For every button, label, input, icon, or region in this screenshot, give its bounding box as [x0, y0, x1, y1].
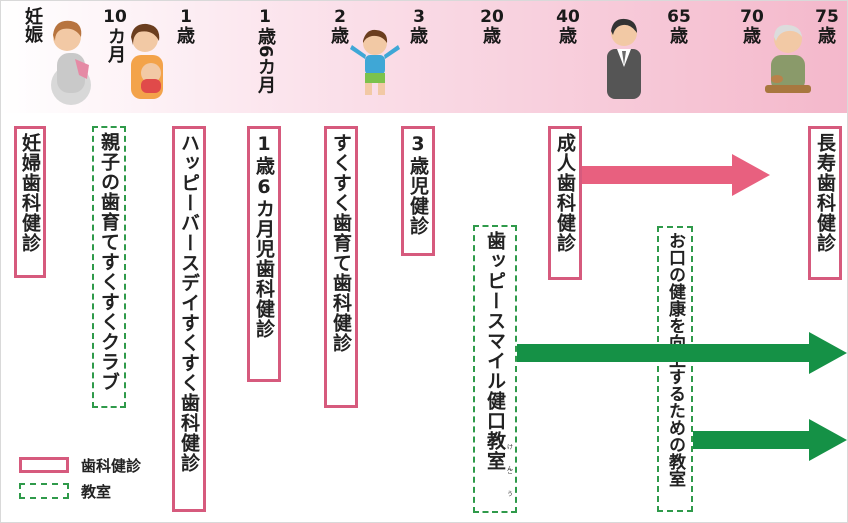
smile-class-box: 歯ッピースマイル健口教室 けん こう — [473, 225, 517, 513]
stage-label-75-years: 75 歳 — [815, 7, 839, 47]
toddler-illustration — [350, 29, 400, 95]
stage-label-10-months: 10 カ月 — [103, 7, 127, 63]
stage-label-pregnancy: 妊娠 — [22, 7, 43, 43]
smile-class-ruby-ken: けん — [507, 444, 514, 473]
smile-class-ruby-kou: こう — [507, 469, 514, 498]
legend-label-class: 教室 — [81, 483, 112, 501]
adult-man-illustration — [607, 18, 641, 99]
stage-label-40-years: 40 歳 — [556, 7, 580, 47]
pregnant-woman-illustration — [51, 20, 91, 105]
stage-label-20-years: 20 歳 — [480, 7, 504, 47]
stage-label-3-years: 3 歳 — [410, 7, 428, 47]
sukusuku-exam-label: すくすく歯育て歯科健診 — [330, 133, 352, 353]
stage-label-2-years: 2 歳 — [331, 7, 349, 47]
smile-class-continues-arrow — [517, 332, 847, 374]
parent-child-club-label: 親子の歯育てすくすくクラブ — [98, 132, 120, 392]
adult-exam-continues-arrow — [582, 154, 770, 196]
legend-swatch-exam — [19, 457, 69, 473]
elderly-dental-exam-label: 長寿歯科健診 — [814, 133, 836, 253]
adult-dental-exam-box: 成人歯科健診 — [548, 126, 582, 280]
stage-label-70-years: 70 歳 — [740, 7, 764, 47]
legend-label-exam: 歯科健診 — [81, 457, 142, 475]
parent-child-club-box: 親子の歯育てすくすくクラブ — [92, 126, 126, 408]
legend-swatch-class — [19, 483, 69, 499]
oral-health-class-continues-arrow — [693, 419, 847, 461]
pregnant-dental-exam-label: 妊婦歯科健診 — [19, 133, 41, 253]
sukusuku-exam-box: すくすく歯育て歯科健診 — [324, 126, 358, 408]
stage-label-1-year-6-months: 1 歳6カ月 — [255, 7, 276, 94]
exam-3y-box: 3歳児健診 — [401, 126, 435, 256]
happy-birthday-exam-label: ハッピーバースデイすくすく歯科健診 — [178, 133, 200, 473]
stage-label-1-year: 1 歳 — [177, 7, 195, 47]
age-timeline-header: 妊娠 10 カ月 1 歳 1 歳6カ月 2 歳 3 歳 20 歳 40 歳 — [1, 1, 847, 113]
adult-dental-exam-label: 成人歯科健診 — [554, 133, 576, 253]
smile-class-label: 歯ッピースマイル健口教室 — [484, 231, 506, 471]
pregnant-dental-exam-box: 妊婦歯科健診 — [14, 126, 46, 278]
exam-1y6m-box: 1歳6カ月児歯科健診 — [247, 126, 281, 382]
mother-with-baby-illustration — [131, 23, 163, 99]
happy-birthday-exam-box: ハッピーバースデイすくすく歯科健診 — [172, 126, 206, 512]
stage-label-65-years: 65 歳 — [667, 7, 691, 47]
elderly-person-illustration — [765, 24, 811, 93]
elderly-dental-exam-box: 長寿歯科健診 — [808, 126, 842, 280]
exam-1y6m-label: 1歳6カ月児歯科健診 — [253, 133, 275, 339]
exam-3y-label: 3歳児健診 — [407, 133, 429, 236]
